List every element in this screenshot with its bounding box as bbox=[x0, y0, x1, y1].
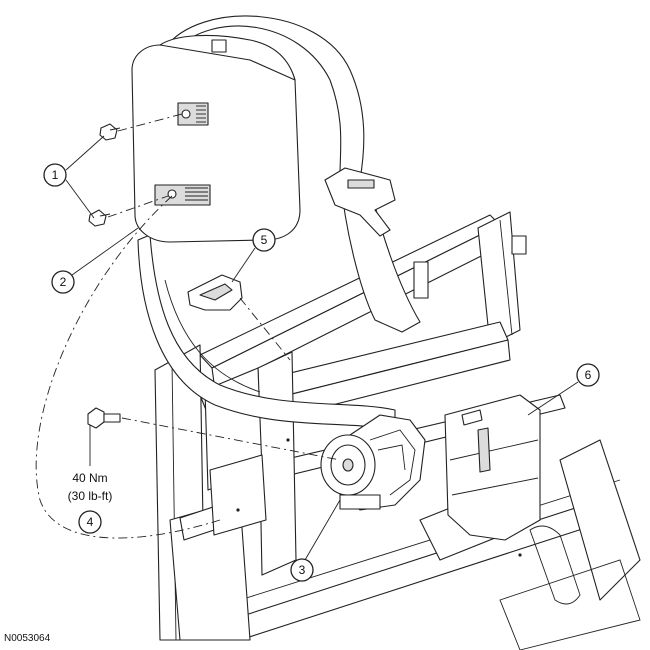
frame-mounting-plate bbox=[209, 454, 267, 536]
frame-bracket-small bbox=[413, 261, 429, 299]
callout-4: 4 bbox=[78, 510, 102, 534]
callout-1: 1 bbox=[43, 163, 67, 187]
trim-cover-slot bbox=[477, 427, 491, 473]
callout-2: 2 bbox=[51, 270, 75, 294]
upper-bolt-slot bbox=[177, 102, 209, 126]
buckle-tongue bbox=[324, 167, 396, 237]
tongue-slot bbox=[347, 179, 375, 189]
upper-cover-body bbox=[131, 44, 301, 243]
callout-2-label: 2 bbox=[60, 275, 67, 289]
callout-1-label: 1 bbox=[52, 168, 59, 182]
torque-spec: 40 Nm (30 lb-ft) bbox=[68, 471, 113, 503]
webbing-guide bbox=[211, 39, 227, 53]
item-3-retractor bbox=[320, 414, 426, 511]
callout-5: 5 bbox=[252, 228, 276, 252]
tongue-plate bbox=[324, 167, 396, 237]
leader-lines bbox=[35, 113, 579, 561]
callout-4-label: 4 bbox=[87, 515, 94, 529]
retractor-mount-tab bbox=[339, 494, 381, 510]
upper-bolt-top bbox=[99, 123, 121, 141]
guide-clip-slot bbox=[199, 283, 233, 301]
frame-center-column bbox=[257, 351, 297, 576]
trim-cover-body bbox=[444, 394, 541, 541]
callout-6: 6 bbox=[576, 363, 600, 387]
item-4-anchor-bolt bbox=[87, 407, 121, 429]
torque-imperial: (30 lb-ft) bbox=[68, 489, 113, 503]
upper-cover-top bbox=[159, 34, 296, 81]
callout-3-label: 3 bbox=[299, 563, 306, 577]
callout-3: 3 bbox=[290, 558, 314, 582]
item-2-upper-cover bbox=[131, 34, 301, 243]
callout-5-label: 5 bbox=[261, 233, 268, 247]
callout-6-label: 6 bbox=[585, 368, 592, 382]
figure-id: N0053064 bbox=[4, 633, 51, 644]
anchor-bolt-shank bbox=[103, 413, 121, 423]
item-5-guide-clip bbox=[187, 274, 243, 311]
torque-metric: 40 Nm bbox=[72, 471, 107, 485]
upper-bolt-bottom bbox=[88, 209, 111, 227]
frame-clip bbox=[511, 235, 527, 255]
item-6-trim-cover bbox=[444, 394, 541, 541]
item-1-bolts bbox=[88, 123, 121, 227]
